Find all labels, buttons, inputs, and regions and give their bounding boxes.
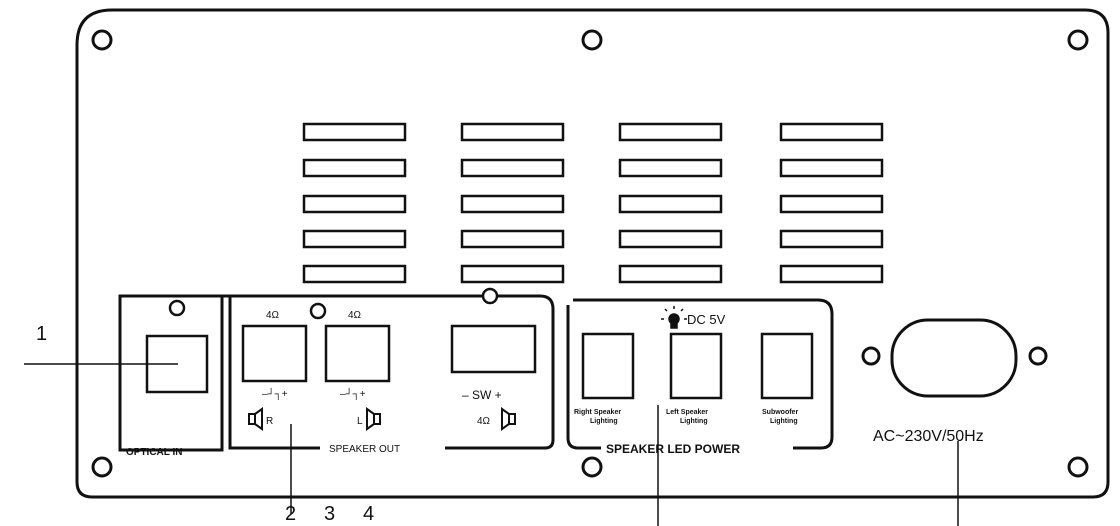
mount-hole-bottom-left [91,456,113,478]
optical-in-label: OPTICAL IN [126,447,182,458]
speaker-screw-hole-left [309,302,327,320]
subwoofer-label: – SW + [462,388,502,402]
speaker-screw-hole-right [481,287,499,305]
socket-label-line1: Left Speaker [666,409,708,416]
mount-hole-top-right [1067,29,1089,51]
mount-hole-top-left [91,29,113,51]
power-screw-hole-left [861,346,881,366]
socket-label-line1: Subwoofer [762,409,798,416]
ac-power-inlet [861,318,1048,398]
left-channel-label: L [357,416,363,427]
panel-outline [75,8,1110,499]
socket-label-line2: Lighting [680,418,708,425]
optical-in-module: OPTICAL IN [118,294,224,458]
speaker-led-power-label: SPEAKER LED POWER [606,442,740,456]
speaker-icon [366,407,381,431]
socket-label-line2: Lighting [590,418,618,425]
ac-rating-label: AC~230V/50Hz [873,428,984,445]
speaker-icon [248,407,263,431]
callout-lines [24,363,959,526]
callout-3: 3 [324,503,335,525]
speaker-icon [501,407,516,431]
callout-2: 2 [285,503,296,525]
left-speaker-lighting-socket [669,332,723,400]
right-polarity: –┘┐+ [262,387,288,400]
right-speaker-lighting-socket [581,332,635,400]
right-channel-label: R [266,416,273,427]
subwoofer-lighting-socket [760,332,814,400]
socket-label-line2: Lighting [770,418,798,425]
right-impedance: 4Ω [266,310,280,321]
speaker-out-module: 4Ω –┘┐+ R 4Ω –┘┐+ L – SW + 4Ω SPEAKER OU… [222,287,555,455]
left-speaker-terminal [324,324,391,383]
speaker-led-power-module: DC 5V Right Speaker Lighting Left Speake… [566,298,834,456]
left-polarity: –┘┐+ [340,387,366,400]
mount-hole-top-center [581,29,603,51]
left-impedance: 4Ω [348,310,362,321]
mount-hole-bottom-right [1067,456,1089,478]
callout-4: 4 [363,503,374,525]
callout-1: 1 [36,323,47,345]
subwoofer-impedance: 4Ω [477,416,491,427]
right-speaker-terminal [241,324,308,383]
ventilation-grille [302,122,884,284]
subwoofer-terminal [450,324,537,374]
mount-hole-bottom-center [581,456,603,478]
power-screw-hole-right [1028,346,1048,366]
dc-voltage-label: DC 5V [687,312,726,327]
optical-screw-hole [168,299,186,317]
power-socket [890,318,1018,398]
speaker-out-label: SPEAKER OUT [329,444,400,455]
lightbulb-icon [661,306,687,329]
socket-label-line1: Right Speaker [574,409,621,416]
